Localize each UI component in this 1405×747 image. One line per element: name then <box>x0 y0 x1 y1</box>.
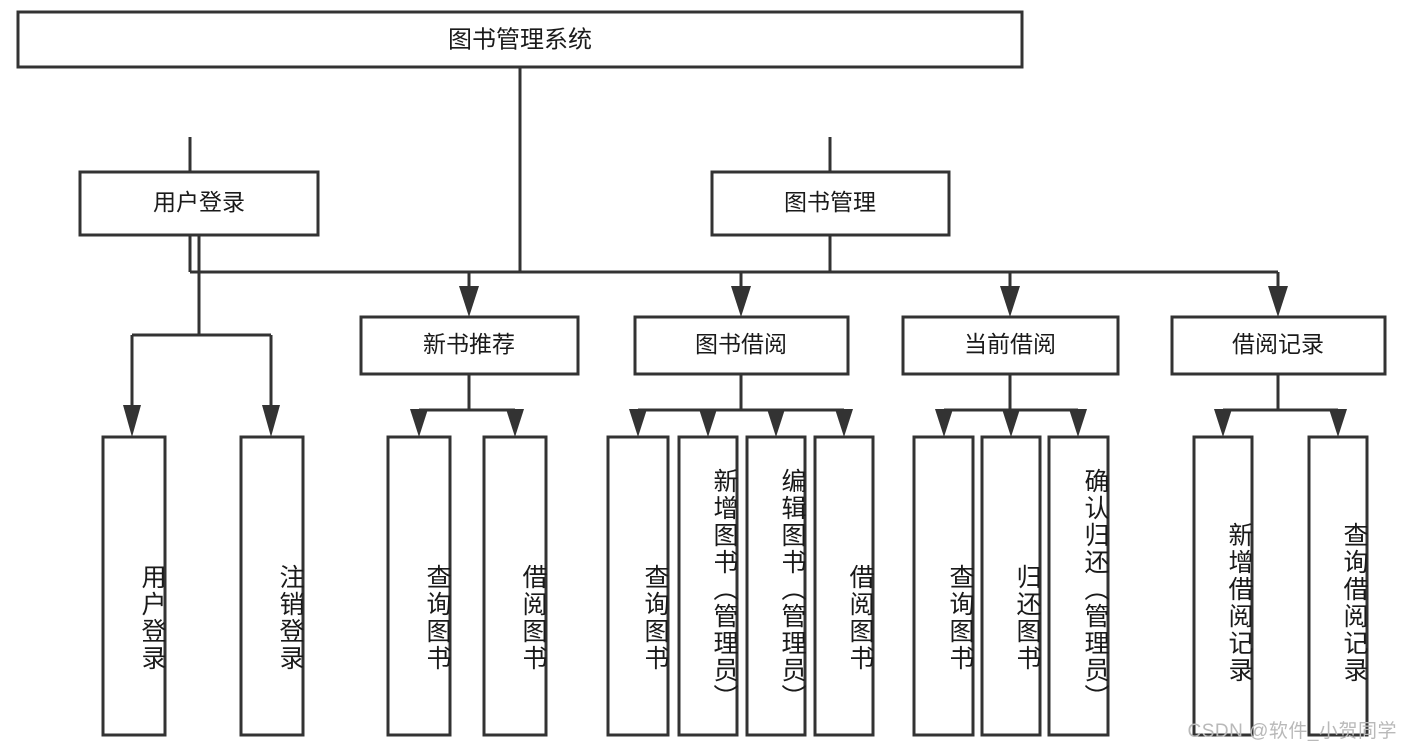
arrow-br-2 <box>1329 409 1347 437</box>
node-borrow-record-rect[interactable] <box>1170 315 1387 376</box>
arrow-bb-2 <box>699 409 717 437</box>
leaf-borrow-book-rect[interactable] <box>813 435 875 737</box>
leaf-return-book-rect[interactable] <box>980 435 1042 737</box>
node-current-borrow[interactable]: 当前借阅 <box>901 315 1120 376</box>
node-book-manage-label: 图书管理 <box>784 189 876 215</box>
leaf-query-book-recommend-rect[interactable] <box>386 435 452 737</box>
node-book-borrow-label: 图书借阅 <box>695 331 787 357</box>
arrow-bm-4 <box>1268 286 1288 317</box>
leaf-boxes <box>101 435 1369 737</box>
arrow-nbr-2 <box>506 409 524 437</box>
node-borrow-record[interactable]: 借阅记录 <box>1170 315 1387 376</box>
arrow-bb-3 <box>767 409 785 437</box>
leaf-user-login-rect[interactable] <box>101 435 167 737</box>
node-book-manage[interactable]: 图书管理 <box>710 170 951 237</box>
node-root[interactable]: 图书管理系统 <box>16 10 1024 69</box>
node-new-book-recommend-rect[interactable] <box>359 315 580 376</box>
arrow-bm-1 <box>459 286 479 317</box>
node-user-login-rect[interactable] <box>78 170 320 237</box>
node-user-login[interactable]: 用户登录 <box>78 170 320 237</box>
leaf-query-book-current-rect[interactable] <box>912 435 975 737</box>
node-user-login-label: 用户登录 <box>153 189 245 215</box>
node-book-manage-rect[interactable] <box>710 170 951 237</box>
connector-group-root <box>188 67 832 274</box>
leaf-edit-book-rect[interactable] <box>745 435 807 737</box>
leaf-query-borrow-record-rect[interactable] <box>1307 435 1369 737</box>
leaf-query-book-borrow-rect[interactable] <box>606 435 670 737</box>
node-new-book-recommend[interactable]: 新书推荐 <box>359 315 580 376</box>
connector-group-level1 <box>123 235 1288 437</box>
arrow-bm-2 <box>731 286 751 317</box>
leaf-logout-rect[interactable] <box>239 435 305 737</box>
arrow-bm-3 <box>1000 286 1020 317</box>
arrow-cb-2 <box>1002 409 1020 437</box>
node-book-borrow[interactable]: 图书借阅 <box>633 315 850 376</box>
arrow-bb-4 <box>835 409 853 437</box>
leaf-add-borrow-record-rect[interactable] <box>1192 435 1254 737</box>
arrow-cb-1 <box>935 409 953 437</box>
arrow-cb-3 <box>1069 409 1087 437</box>
arrow-br-1 <box>1214 409 1232 437</box>
node-book-borrow-rect[interactable] <box>633 315 850 376</box>
node-current-borrow-label: 当前借阅 <box>964 331 1056 357</box>
arrow-nbr-1 <box>410 409 428 437</box>
arrow-userlogin-1 <box>123 405 141 437</box>
node-root-label: 图书管理系统 <box>448 26 592 53</box>
arrow-userlogin-2 <box>262 405 280 437</box>
csdn-watermark: CSDN @软件_小贺同学 <box>1187 721 1397 742</box>
arrow-bb-1 <box>629 409 647 437</box>
node-borrow-record-label: 借阅记录 <box>1232 331 1324 357</box>
node-current-borrow-rect[interactable] <box>901 315 1120 376</box>
node-root-rect[interactable] <box>16 10 1024 69</box>
leaf-borrow-book-recommend-rect[interactable] <box>482 435 548 737</box>
node-new-book-recommend-label: 新书推荐 <box>423 331 515 357</box>
leaf-confirm-return-rect[interactable] <box>1047 435 1110 737</box>
connector-group-level2 <box>410 374 1347 437</box>
leaf-add-book-rect[interactable] <box>677 435 739 737</box>
